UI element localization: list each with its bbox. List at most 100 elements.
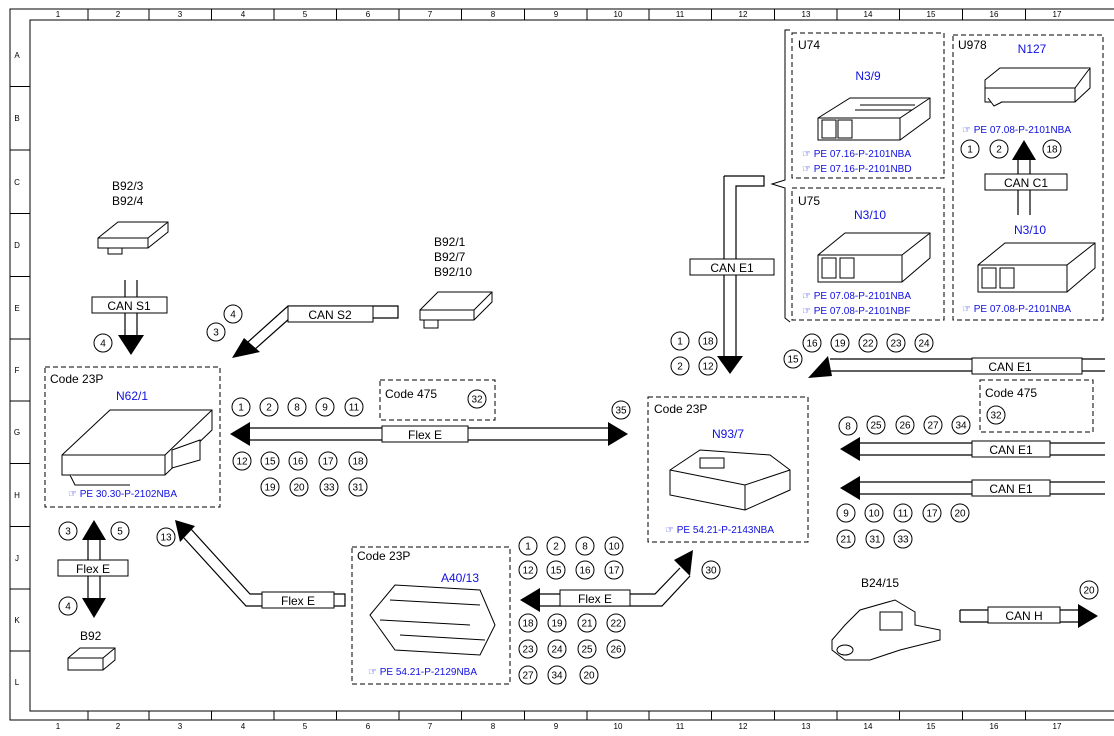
grid-col-bottom-12: 12 [739, 722, 748, 731]
callout-c-j15: 15 [546, 560, 566, 580]
grid-col-13: 13 [802, 10, 811, 19]
callout-number: 17 [608, 566, 620, 577]
callout-c-s2-3: 3 [206, 322, 226, 342]
callout-number: 4 [100, 339, 106, 350]
callout-c-h20: 20 [289, 477, 309, 497]
callout-number: 10 [608, 542, 620, 553]
callout-c-e22: 22 [858, 333, 878, 353]
callout-number: 26 [899, 421, 911, 432]
callout-number: 30 [705, 566, 717, 577]
grid-row-F: F [15, 366, 20, 375]
n3-10-u978-label: N3/10 [1014, 223, 1046, 237]
callout-c-n127-2: 2 [989, 139, 1009, 159]
callout-number: 18 [352, 457, 364, 468]
callout-c-s1-4: 4 [93, 333, 113, 353]
b24-15-label: B24/15 [861, 576, 899, 590]
callout-c-g1: 1 [231, 397, 251, 417]
callout-number: 19 [264, 483, 276, 494]
callout-number: 2 [553, 542, 559, 553]
callout-c-475a-32: 32 [467, 389, 487, 409]
callout-c-j1: 1 [518, 536, 538, 556]
can-s1-label: CAN S1 [107, 299, 151, 313]
a40-13-ref: ☞ PE 54.21-P-2129NBA [368, 667, 477, 678]
callout-c-k23: 23 [518, 639, 538, 659]
callout-number: 18 [1046, 145, 1058, 156]
grid-row-K: K [14, 616, 20, 625]
callout-c-g8: 8 [287, 397, 307, 417]
callout-c-r31: 31 [865, 529, 885, 549]
callout-number: 4 [230, 310, 236, 321]
callout-number: 11 [349, 403, 360, 414]
n3-9-ref2: ☞ PE 07.16-P-2101NBD [802, 164, 912, 175]
code-23p-b-label: Code 23P [357, 549, 410, 563]
callout-number: 22 [862, 339, 874, 350]
callout-c-k20: 20 [579, 665, 599, 685]
callout-number: 17 [926, 509, 938, 520]
bus-box-can-e1-mid [971, 440, 1051, 458]
n3-10-u75-label: N3/10 [854, 208, 886, 222]
bus-box-flex-a40 [559, 589, 631, 607]
b92-3-label: B92/3 [112, 179, 144, 193]
n3-10-u75-ref1: ☞ PE 07.08-P-2101NBA [802, 291, 911, 302]
callout-number: 25 [581, 645, 593, 656]
can-e1-vert-label: CAN E1 [710, 261, 754, 275]
callout-number: 27 [927, 421, 939, 432]
arrow-can-e1-down [717, 356, 743, 374]
callout-c-l3: 3 [58, 521, 78, 541]
arrow-can-s2 [232, 338, 260, 358]
grid-col-1: 1 [56, 10, 61, 19]
callout-c-h31: 31 [348, 477, 368, 497]
bus-box-can-s2 [287, 305, 374, 323]
callout-c-r11: 11 [893, 503, 913, 523]
callout-c-475b-32: 32 [986, 405, 1006, 425]
grid-col-bottom-13: 13 [802, 722, 811, 731]
grid-col-bottom-7: 7 [428, 722, 433, 731]
grid-col-bottom-5: 5 [303, 722, 308, 731]
arrow-flex-a40 [520, 588, 540, 612]
grid-col-bottom-15: 15 [927, 722, 936, 731]
flex-e-diag-label: Flex E [281, 594, 315, 608]
callout-number: 13 [160, 533, 172, 544]
n3-9-ref1: ☞ PE 07.16-P-2101NBA [802, 149, 911, 160]
bus-box-can-e1-vert [689, 258, 775, 276]
callout-c-j17: 17 [604, 560, 624, 580]
component-n127-drawing [984, 67, 1091, 107]
callout-number: 11 [898, 509, 909, 520]
can-e1-top-label: CAN E1 [988, 360, 1032, 374]
callout-c-j8: 8 [575, 536, 595, 556]
box-u75 [791, 187, 945, 321]
grid-col-7: 7 [428, 10, 433, 19]
callout-c-j12: 12 [518, 560, 538, 580]
callout-number: 20 [1083, 586, 1095, 597]
grid-row-D: D [14, 241, 20, 250]
arrow-flex-n93 [674, 550, 693, 576]
callout-c-f2: 2 [670, 356, 690, 376]
grid-col-5: 5 [303, 10, 308, 19]
component-n93-7-drawing [669, 449, 791, 511]
box-a40-13 [351, 546, 511, 685]
callout-number: 33 [897, 535, 909, 546]
callout-c-r20: 20 [950, 503, 970, 523]
box-n93-7 [647, 396, 809, 543]
callout-c-k19: 19 [547, 613, 567, 633]
callout-number: 3 [213, 328, 219, 339]
callout-number: 18 [522, 619, 534, 630]
callout-number: 16 [292, 457, 304, 468]
bus-flex-e-diag [183, 527, 346, 607]
callout-c-m27: 27 [923, 415, 943, 435]
flex-e-a40-label: Flex E [578, 592, 612, 606]
bus-box-flex-left [57, 559, 129, 577]
callout-c-g2: 2 [259, 397, 279, 417]
callout-c-j16: 16 [575, 560, 595, 580]
grid-col-bottom-8: 8 [491, 722, 496, 731]
callout-number: 32 [990, 411, 1002, 422]
grid-col-bottom-14: 14 [864, 722, 873, 731]
can-e1-low-label: CAN E1 [989, 482, 1033, 496]
callout-number: 8 [845, 422, 851, 433]
callout-number: 15 [264, 457, 276, 468]
b92-7-label: B92/7 [434, 250, 466, 264]
callout-c-n127-18: 18 [1042, 139, 1062, 159]
bus-box-can-h [987, 606, 1061, 624]
